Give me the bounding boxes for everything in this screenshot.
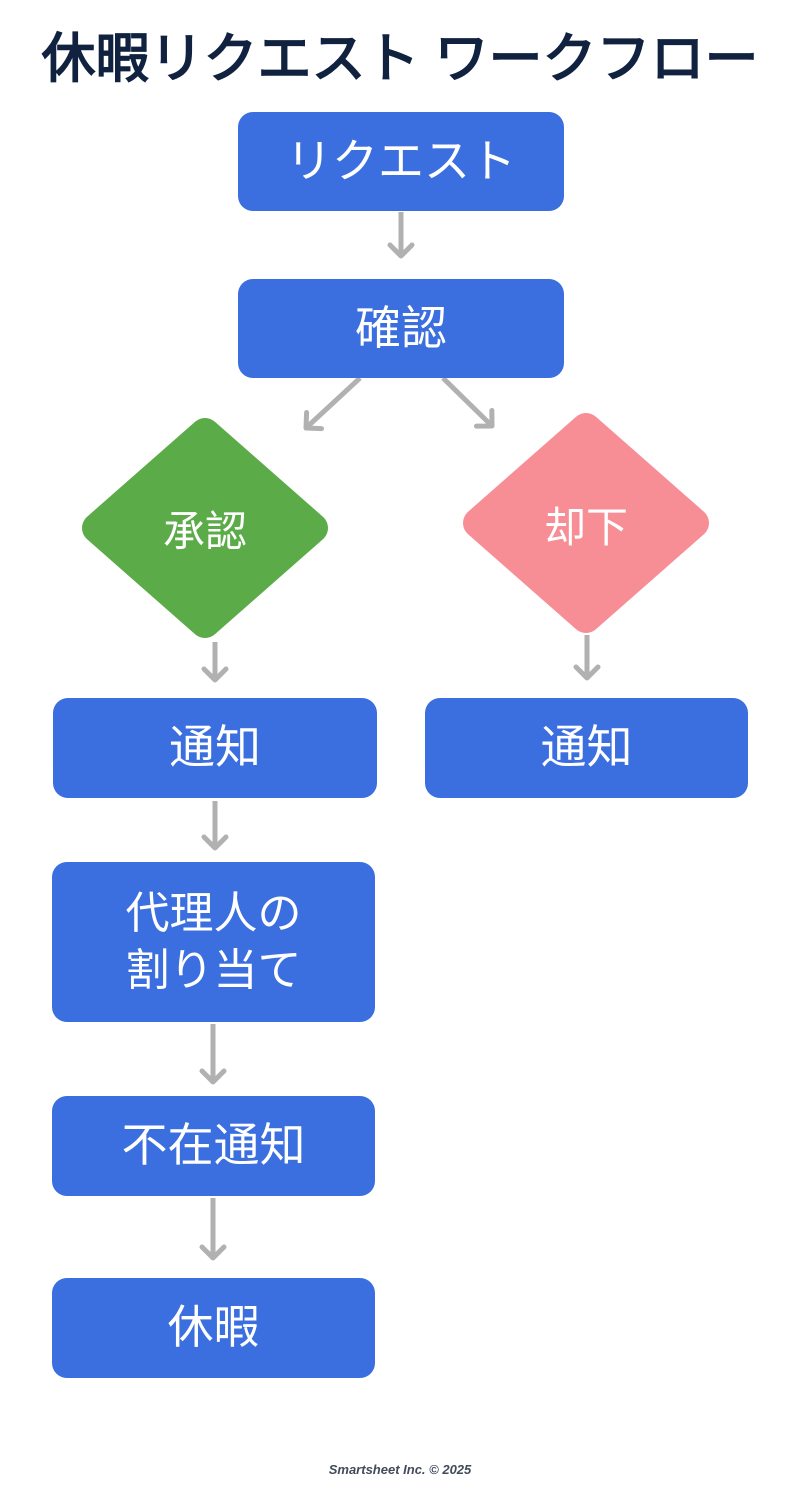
- node-notify-rejected-label: 通知: [540, 721, 633, 774]
- node-approve-label: 承認: [162, 508, 247, 555]
- page-title: 休暇リクエスト ワークフロー: [41, 29, 759, 89]
- node-assign-delegate-label-line1: 代理人の: [125, 888, 302, 938]
- node-notify-rejected: 通知: [425, 698, 748, 798]
- approve-diamond-shape: [82, 418, 328, 638]
- node-request-label: リクエスト: [286, 134, 516, 187]
- node-request: リクエスト: [238, 112, 564, 211]
- node-notify-approved: 通知: [53, 698, 377, 798]
- node-out-of-office-label: 不在通知: [121, 1119, 306, 1172]
- node-vacation: 休暇: [52, 1278, 375, 1378]
- node-out-of-office: 不在通知: [52, 1096, 375, 1196]
- node-vacation-label: 休暇: [167, 1301, 260, 1354]
- node-confirm: 確認: [238, 279, 564, 378]
- edge-confirm-to-approve: [303, 376, 362, 432]
- node-notify-approved-label: 通知: [169, 721, 261, 774]
- node-reject-label: 却下: [543, 504, 628, 551]
- node-confirm-label: 確認: [355, 301, 447, 354]
- node-assign-delegate-label-line2: 割り当て: [125, 946, 302, 995]
- node-assign-delegate: 代理人の 割り当て: [52, 862, 375, 1022]
- edge-confirm-to-reject: [441, 376, 495, 429]
- reject-diamond-shape: [463, 413, 709, 633]
- footer-credit: Smartsheet Inc. © 2025: [328, 1462, 472, 1477]
